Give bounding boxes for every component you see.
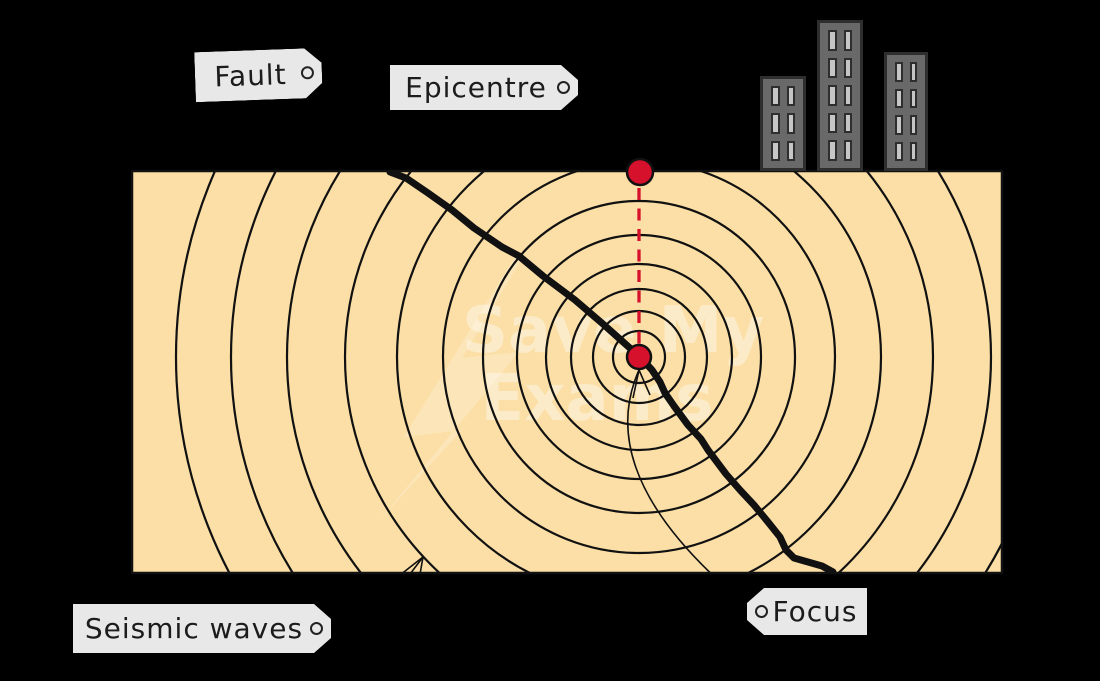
- seismic-waves-arrow-shaft: [402, 556, 424, 572]
- building-window: [843, 57, 852, 79]
- building-window: [771, 140, 780, 161]
- building-middle: [817, 20, 863, 171]
- building-window: [828, 140, 837, 161]
- fault-label-text: Fault: [213, 57, 288, 94]
- seismic-wave-circle: [395, 172, 883, 572]
- focus-dot: [625, 343, 653, 371]
- building-window: [786, 86, 795, 107]
- epicentre-dot: [625, 157, 655, 187]
- building-window: [895, 141, 903, 161]
- building-window: [909, 88, 917, 108]
- tag-hole-icon: [301, 66, 314, 79]
- fault-line: [386, 172, 837, 572]
- building-window: [895, 62, 903, 82]
- building-window: [786, 140, 795, 161]
- building-window: [843, 85, 852, 106]
- building-window: [895, 88, 903, 108]
- focus-arrow-shaft: [626, 369, 711, 572]
- building-window: [786, 113, 795, 134]
- ground-cross-section: [130, 169, 1004, 575]
- fault-line-path: [386, 172, 837, 572]
- fault-label: Fault: [194, 48, 323, 102]
- seismic-wave-circle: [481, 199, 797, 515]
- tag-hole-icon: [557, 81, 570, 94]
- building-window: [843, 112, 852, 134]
- building-window: [828, 85, 837, 106]
- building-window: [828, 57, 837, 79]
- building-window: [828, 30, 837, 51]
- building-window: [843, 30, 852, 51]
- focus-and-epicentre-dots: [625, 157, 655, 371]
- seismic-wave-circle: [544, 262, 734, 452]
- seismic-waves-label-text: Seismic waves: [84, 612, 304, 645]
- epicentre-label: Epicentre: [390, 65, 578, 110]
- lightning-bolt-watermark-icon: [378, 255, 520, 522]
- focus-label-text: Focus: [772, 595, 858, 628]
- building-window: [909, 141, 917, 161]
- seismic-waves-label: Seismic waves: [73, 604, 331, 653]
- seismic-waves-arrow-head: [410, 556, 424, 572]
- building-window: [828, 112, 837, 134]
- seismic-wave-circle: [286, 172, 992, 572]
- focus-label: Focus: [747, 588, 867, 635]
- seismic-wave-circle: [343, 172, 935, 572]
- building-window: [909, 62, 917, 82]
- tag-hole-icon: [755, 605, 768, 618]
- seismic-wave-circle: [441, 172, 837, 555]
- building-left: [760, 76, 806, 171]
- building-right: [884, 52, 928, 171]
- building-window: [771, 113, 780, 134]
- tag-hole-icon: [310, 622, 323, 635]
- seismic-wave-circle: [175, 172, 231, 572]
- seismic-wave-circle: [230, 172, 1001, 572]
- seismic-wave-circles: [175, 172, 1001, 572]
- seismic-wave-circle: [611, 329, 667, 385]
- epicentre-label-text: Epicentre: [405, 71, 547, 104]
- seismic-wave-circle: [569, 287, 709, 427]
- building-window: [895, 115, 903, 135]
- building-window: [771, 86, 780, 107]
- building-window: [843, 140, 852, 161]
- building-window: [909, 115, 917, 135]
